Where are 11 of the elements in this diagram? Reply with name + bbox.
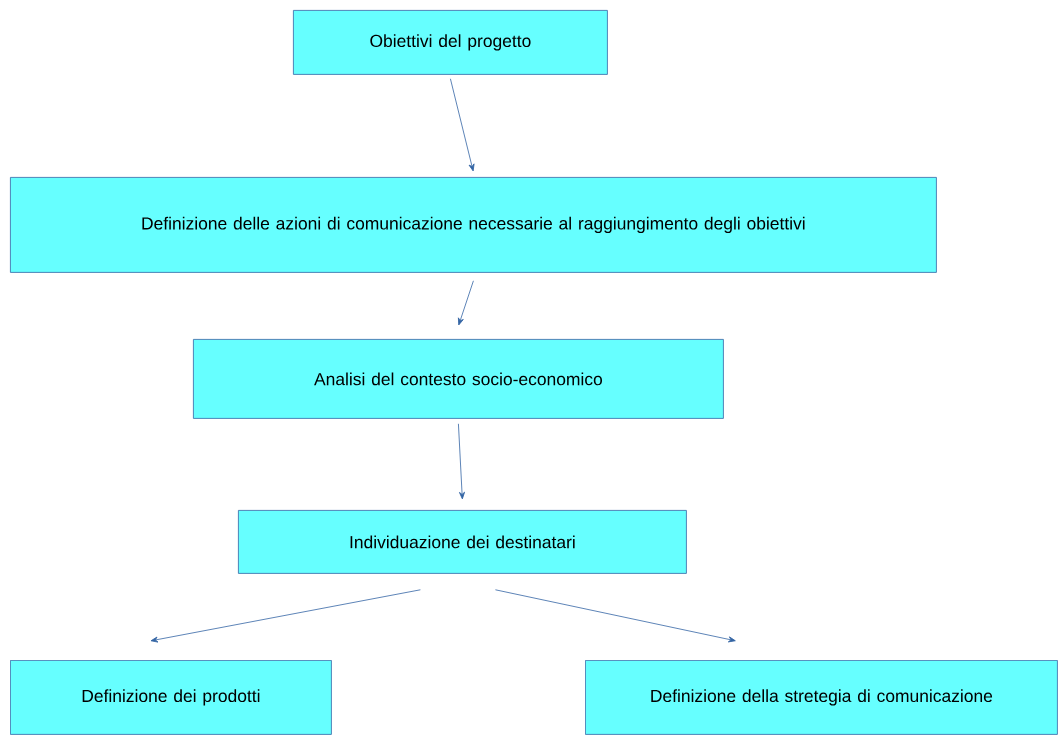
process-box: Analisi del contesto socio-economico (193, 339, 724, 419)
arrow (150, 589, 421, 643)
process-box: Definizione delle azioni di comunicazione necessarie al raggiungimento degli obiettivi (10, 177, 937, 273)
arrow (450, 78, 475, 172)
process-box: Obiettivi del progetto (293, 10, 608, 75)
process-box: Individuazione dei destinatari (238, 510, 687, 574)
process-box: Definizione dei prodotti (10, 660, 332, 735)
arrow (495, 589, 736, 643)
arrow (458, 280, 474, 326)
arrow (458, 423, 465, 500)
process-box: Definizione della stretegia di comunicazione (585, 660, 1058, 735)
